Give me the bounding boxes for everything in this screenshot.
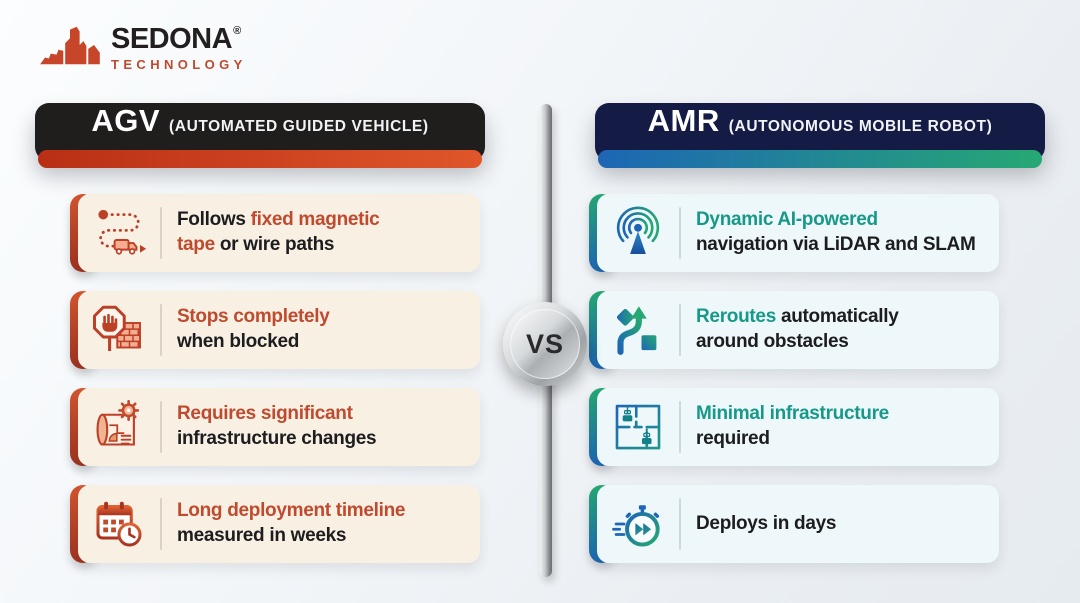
card-body: Requires significant infrastructure chang… [78, 388, 480, 466]
card-text-line: measured in weeks [177, 524, 405, 549]
card-text-line: navigation via LiDAR and SLAM [696, 233, 976, 258]
route-truck-icon [78, 205, 160, 261]
feature-card: Long deployment timeline measured in week… [70, 485, 480, 563]
card-body: Deploys in days [597, 485, 999, 563]
card-text-segment: or wire paths [214, 234, 335, 255]
logo-subtitle: TECHNOLOGY [111, 56, 247, 72]
card-body: Minimal infrastructure required [597, 388, 999, 466]
card-text-line: tape or wire paths [177, 233, 379, 258]
card-divider [679, 304, 681, 356]
amr-header: AMR (AUTONOMOUS MOBILE ROBOT) [595, 103, 1045, 168]
card-text-segment: Follows [177, 209, 251, 231]
card-text-line: required [696, 427, 889, 452]
card-divider [160, 498, 162, 550]
feature-card: Dynamic AI-powered navigation via LiDAR a… [589, 194, 999, 272]
agv-title: AGV [91, 103, 161, 138]
card-text-segment: Deploys in days [696, 512, 837, 534]
agv-subtitle: (AUTOMATED GUIDED VEHICLE) [169, 118, 429, 135]
reroute-obstacles-icon [597, 302, 679, 358]
card-text-segment: measured in weeks [177, 525, 347, 546]
amr-title: AMR [647, 103, 720, 138]
card-text-line: Long deployment timeline [177, 499, 406, 524]
stopwatch-fast-icon [597, 496, 679, 552]
card-text-line: around obstacles [696, 330, 898, 355]
card-text: Minimal infrastructure required [681, 402, 893, 451]
card-divider [679, 498, 681, 550]
card-highlight-text: Dynamic AI-powered [696, 209, 878, 231]
card-divider [160, 401, 162, 453]
card-text-segment: navigation via LiDAR and SLAM [696, 234, 976, 255]
sedona-rocks-icon [38, 20, 102, 75]
card-divider [679, 401, 681, 453]
card-body: Long deployment timeline measured in week… [78, 485, 480, 563]
card-text-segment: required [696, 428, 770, 449]
calendar-clock-icon [78, 496, 160, 552]
feature-card: Requires significant infrastructure chang… [70, 388, 480, 466]
card-text: Long deployment timeline measured in week… [162, 499, 409, 548]
card-text-line: infrastructure changes [177, 427, 377, 452]
card-body: Dynamic AI-powered navigation via LiDAR a… [597, 194, 999, 272]
agv-header: AGV (AUTOMATED GUIDED VEHICLE) [35, 103, 485, 168]
card-text-line: when blocked [177, 330, 330, 355]
card-text-line: Dynamic AI-powered [696, 208, 976, 233]
registered-mark: ® [233, 24, 241, 37]
vs-label: VS [525, 328, 565, 359]
feature-card: Stops completely when blocked [70, 291, 480, 369]
vs-badge-inner: VS [510, 309, 580, 379]
card-text-line: Deploys in days [696, 512, 836, 537]
card-text-segment: automatically [775, 306, 899, 328]
stop-blocked-icon [78, 302, 160, 358]
logo-text: SEDONA® TECHNOLOGY [111, 22, 247, 72]
card-text-segment: infrastructure changes [177, 428, 377, 449]
card-text-line: Minimal infrastructure [696, 402, 889, 427]
card-text: Dynamic AI-powered navigation via LiDAR a… [681, 208, 980, 257]
sedona-logo: SEDONA® TECHNOLOGY [38, 20, 247, 75]
card-highlight-text: Reroutes [696, 306, 776, 328]
card-highlight-text: tape [177, 234, 215, 255]
blueprint-gear-icon [78, 399, 160, 455]
card-highlight-text: Requires significant [177, 403, 353, 425]
vs-badge: VS [503, 302, 587, 386]
card-divider [160, 207, 162, 259]
feature-card: Minimal infrastructure required [589, 388, 999, 466]
card-highlight-text: Long deployment timeline [177, 500, 406, 522]
amr-subtitle: (AUTONOMOUS MOBILE ROBOT) [728, 118, 993, 135]
card-body: Stops completely when blocked [78, 291, 480, 369]
floorplan-robots-icon [597, 399, 679, 455]
feature-card: Deploys in days [589, 485, 999, 563]
card-text: Requires significant infrastructure chang… [162, 402, 380, 451]
card-text: Stops completely when blocked [162, 305, 334, 354]
card-divider [160, 304, 162, 356]
logo-brand: SEDONA® [111, 22, 241, 55]
card-highlight-text: Minimal infrastructure [696, 403, 889, 425]
card-text-line: Follows fixed magnetic [177, 208, 380, 233]
amr-card-column: Dynamic AI-powered navigation via LiDAR a… [589, 194, 999, 563]
card-text: Deploys in days [681, 512, 840, 537]
card-highlight-text: fixed magnetic [250, 209, 380, 231]
card-highlight-text: Stops completely [177, 306, 330, 328]
card-divider [679, 207, 681, 259]
card-text-segment: around obstacles [696, 331, 849, 352]
card-text-line: Stops completely [177, 305, 330, 330]
card-text-line: Requires significant [177, 402, 376, 427]
card-text-segment: when blocked [177, 331, 300, 352]
antenna-waves-icon [597, 205, 679, 261]
card-text-line: Reroutes automatically [696, 305, 899, 330]
